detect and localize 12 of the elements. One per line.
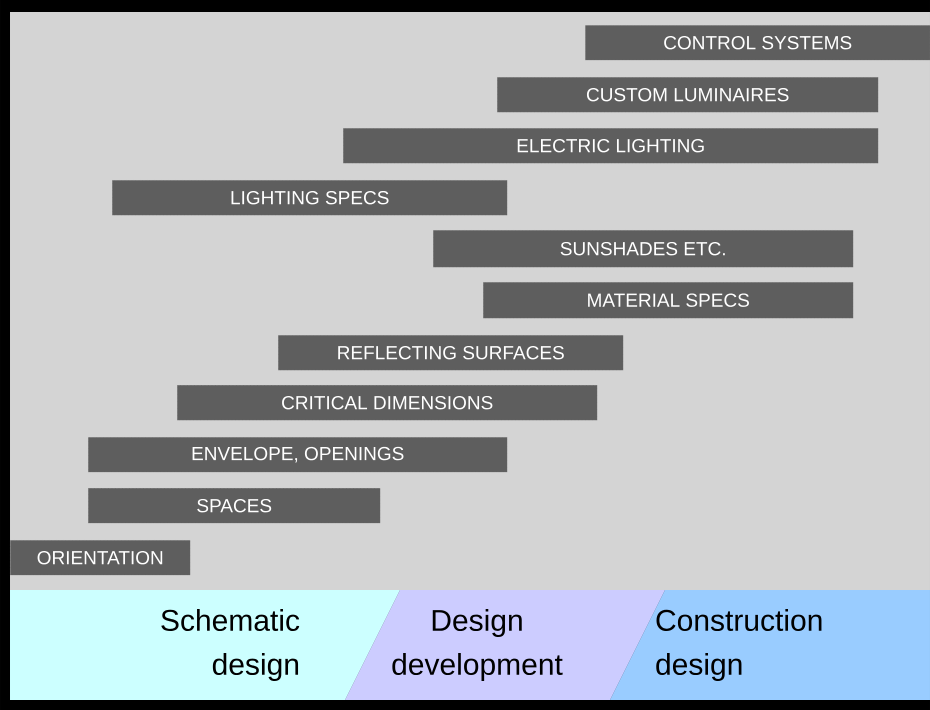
activity-bar: LIGHTING SPECS <box>112 180 508 216</box>
activity-bar: SUNSHADES ETC. <box>433 230 854 268</box>
activity-bar: CRITICAL DIMENSIONS <box>177 384 598 420</box>
phase-band: Construction design <box>610 590 930 700</box>
activity-bar: MATERIAL SPECS <box>483 282 854 318</box>
activity-bar: SPACES <box>88 488 380 524</box>
activity-bar: CUSTOM LUMINAIRES <box>497 77 878 112</box>
activity-bar: ORIENTATION <box>10 540 190 576</box>
activity-bar: ELECTRIC LIGHTING <box>343 128 878 164</box>
activity-bar: REFLECTING SURFACES <box>278 335 624 370</box>
activity-bar: ENVELOPE, OPENINGS <box>88 437 508 472</box>
activity-bar: CONTROL SYSTEMS <box>585 25 930 60</box>
